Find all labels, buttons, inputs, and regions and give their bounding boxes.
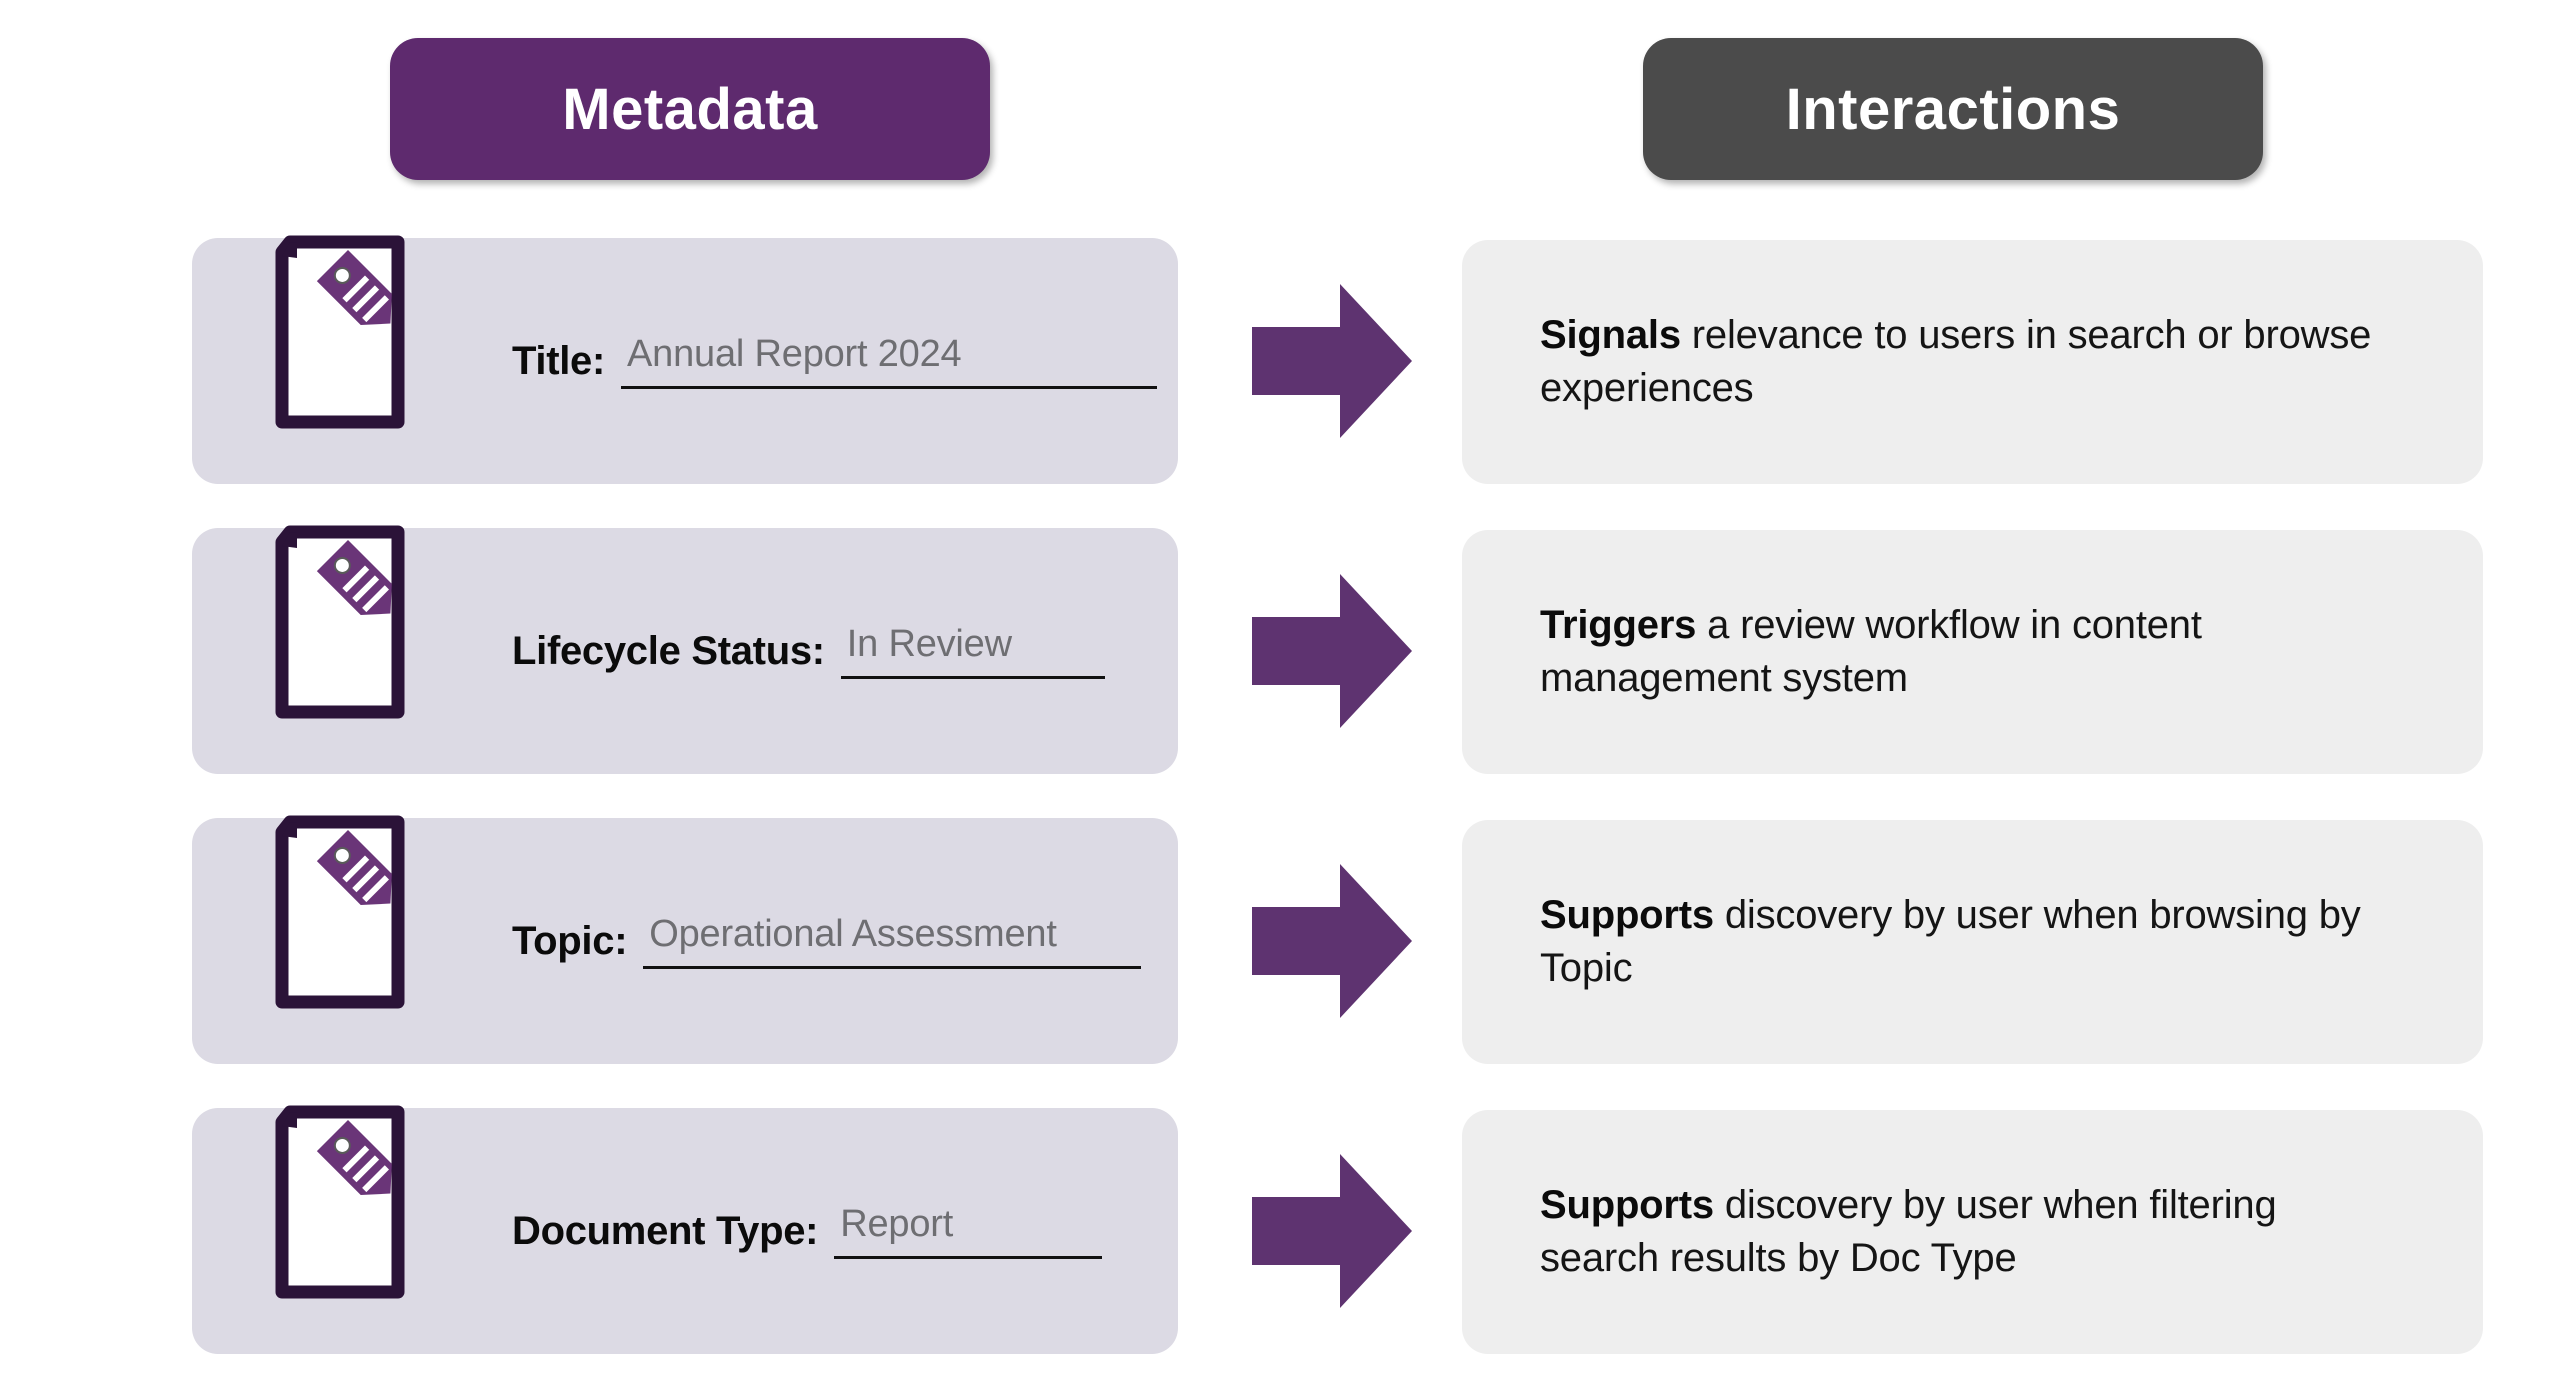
column-header-metadata: Metadata [390,38,990,180]
metadata-field: Lifecycle Status: In Review [512,528,1105,774]
interaction-rest-text: relevance to users in search or browse e… [1540,313,2372,410]
diagram-row: Lifecycle Status: In Review Triggers a r… [0,525,2560,774]
interaction-rest-text: discovery by user when filtering search … [1540,1183,2277,1280]
metadata-value-field[interactable]: Report [834,1203,1103,1259]
right-block-arrow-icon [1252,284,1412,438]
interaction-text: Triggers a review workflow in content ma… [1540,599,2405,705]
metadata-field: Topic: Operational Assessment [512,818,1142,1064]
metadata-value: Operational Assessment [649,913,1057,955]
metadata-card[interactable]: Topic: Operational Assessment [192,815,1178,1064]
metadata-card[interactable]: Lifecycle Status: In Review [192,525,1178,774]
metadata-value-field[interactable]: Annual Report 2024 [621,333,1158,389]
metadata-card[interactable]: Document Type: Report [192,1105,1178,1354]
interaction-lead-word: Supports [1540,893,1714,938]
metadata-value: In Review [846,623,1012,665]
metadata-label: Topic: [512,918,628,963]
column-header-metadata-label: Metadata [562,76,818,142]
interaction-lead-word: Signals [1540,313,1681,358]
metadata-label: Title: [512,338,606,383]
interaction-lead-word: Triggers [1540,603,1697,648]
interaction-card[interactable]: Supports discovery by user when browsing… [1462,820,2483,1064]
metadata-field: Title: Annual Report 2024 [512,238,1158,484]
diagram-row: Title: Annual Report 2024 Signals releva… [0,235,2560,484]
interaction-card[interactable]: Triggers a review workflow in content ma… [1462,530,2483,774]
document-with-tag-icon [252,216,442,446]
document-with-tag-icon [252,796,442,1026]
metadata-label: Lifecycle Status: [512,628,825,673]
metadata-value: Annual Report 2024 [627,333,962,375]
interaction-text: Supports discovery by user when filterin… [1540,1179,2405,1285]
interaction-text: Signals relevance to users in search or … [1540,309,2405,415]
right-block-arrow-icon [1252,574,1412,728]
metadata-card[interactable]: Title: Annual Report 2024 [192,235,1178,484]
metadata-value-field[interactable]: In Review [840,623,1105,679]
column-header-interactions: Interactions [1643,38,2263,180]
interaction-card[interactable]: Signals relevance to users in search or … [1462,240,2483,484]
interaction-rest-text: a review workflow in content management … [1540,603,2202,700]
metadata-value: Report [840,1203,954,1245]
interaction-lead-word: Supports [1540,1183,1714,1228]
document-with-tag-icon [252,1086,442,1316]
interaction-rest-text: discovery by user when browsing by Topic [1540,893,2361,990]
diagram-row: Topic: Operational Assessment Supports d… [0,815,2560,1064]
metadata-field: Document Type: Report [512,1108,1103,1354]
right-block-arrow-icon [1252,864,1412,1018]
diagram-row: Document Type: Report Supports discovery… [0,1105,2560,1354]
interaction-card[interactable]: Supports discovery by user when filterin… [1462,1110,2483,1354]
document-with-tag-icon [252,506,442,736]
column-header-interactions-label: Interactions [1785,76,2121,142]
right-block-arrow-icon [1252,1154,1412,1308]
metadata-label: Document Type: [512,1208,819,1253]
interaction-text: Supports discovery by user when browsing… [1540,889,2405,995]
metadata-value-field[interactable]: Operational Assessment [643,913,1142,969]
